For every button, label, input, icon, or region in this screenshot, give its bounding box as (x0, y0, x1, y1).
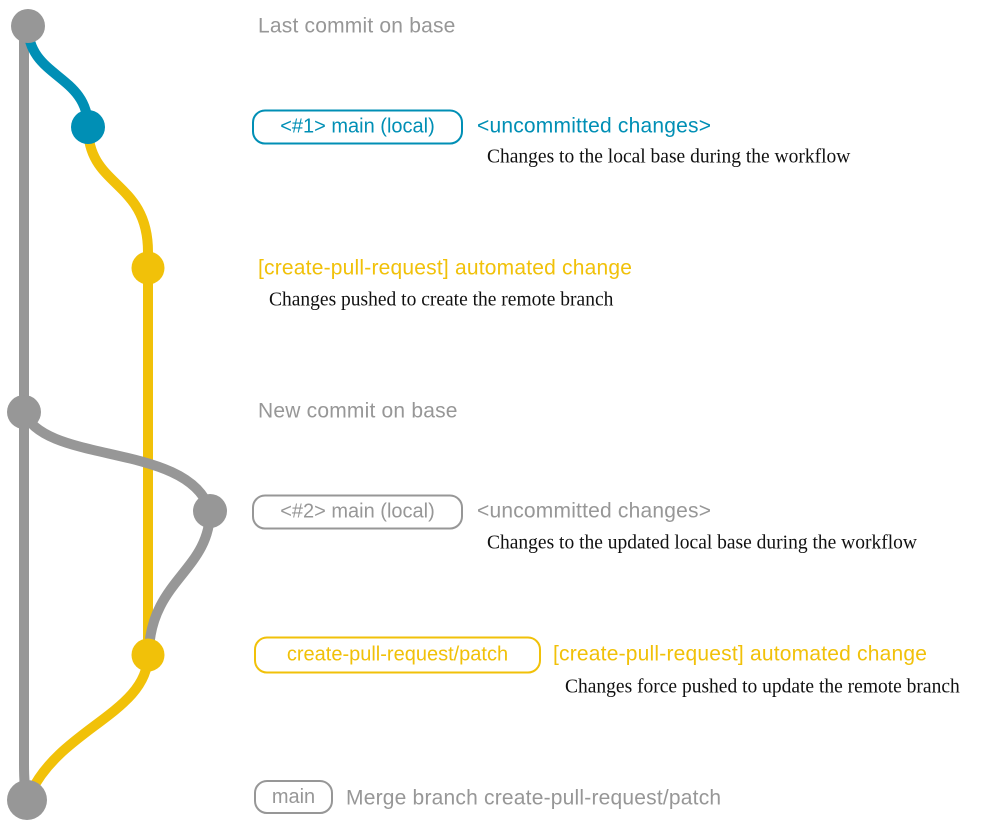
commit-dot-patch-1 (131, 251, 165, 285)
annotation-patch-2: Changes force pushed to update the remot… (565, 676, 960, 698)
commit-message-local-1: <uncommitted changes> (477, 114, 712, 138)
branch-tag-main-local-1: <#1> main (local) (252, 109, 463, 145)
commit-message-base-tip: Last commit on base (258, 14, 456, 38)
annotation-patch-1: Changes pushed to create the remote bran… (269, 289, 614, 311)
local-main-2-to-patch-line (144, 506, 215, 655)
local-main-1-branch-line (23, 21, 93, 132)
commit-dot-base-new (7, 395, 41, 429)
branch-tag-main: main (254, 780, 333, 814)
commit-dot-merge (7, 780, 47, 820)
commit-dot-local-2 (193, 494, 227, 528)
local-main-2-branch-line (19, 407, 215, 516)
annotation-local-2: Changes to the updated local base during… (487, 532, 917, 554)
commit-dot-patch-2 (131, 638, 165, 672)
commit-message-merge: Merge branch create-pull-request/patch (346, 786, 722, 810)
branch-tag-main-local-2: <#2> main (local) (252, 494, 463, 530)
commit-message-patch-2: [create-pull-request] automated change (553, 642, 928, 666)
commit-message-local-2: <uncommitted changes> (477, 499, 712, 523)
commit-dot-local-1 (71, 110, 105, 144)
commit-message-patch-1: [create-pull-request] automated change (258, 256, 633, 280)
branch-tag-patch: create-pull-request/patch (254, 636, 541, 674)
annotation-local-1: Changes to the local base during the wor… (487, 146, 851, 168)
commit-message-base-new: New commit on base (258, 399, 458, 423)
commit-dot-base-tip (11, 9, 45, 43)
